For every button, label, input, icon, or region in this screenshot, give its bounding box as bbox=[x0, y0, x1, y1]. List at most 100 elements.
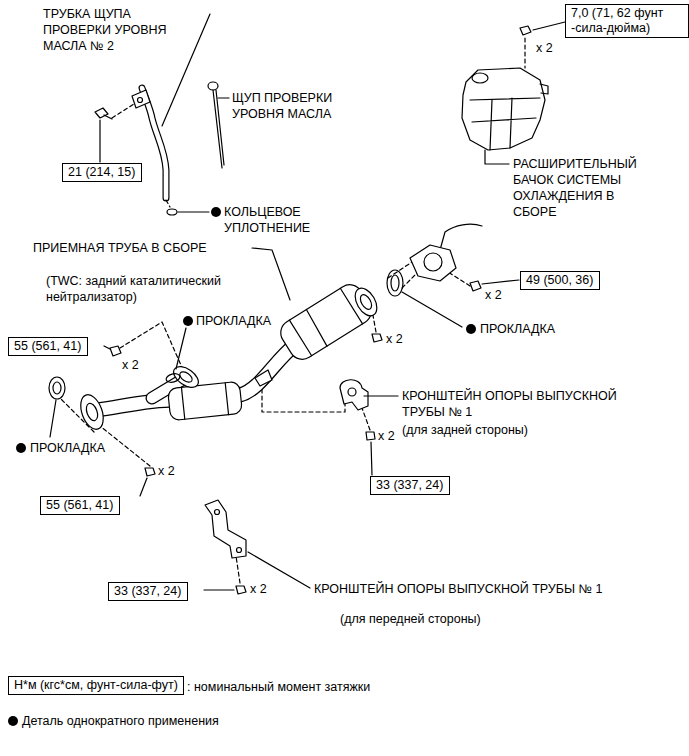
bracket-front bbox=[205, 500, 246, 558]
reservoir-tank bbox=[462, 68, 545, 150]
single-use-bullet bbox=[211, 207, 221, 217]
gasket bbox=[387, 270, 403, 296]
part-label: ПРОКЛАДКА bbox=[480, 321, 555, 337]
front-pipe bbox=[84, 402, 100, 422]
leader-line bbox=[482, 280, 519, 284]
part-label: ЩУП ПРОВЕРКИ УРОВНЯ МАСЛА bbox=[232, 90, 352, 122]
bracket-rear bbox=[340, 380, 368, 410]
part-label: (для задней стороны) bbox=[402, 422, 528, 438]
dashed-line bbox=[388, 262, 412, 278]
quantity-label: x 2 bbox=[122, 357, 139, 373]
front-pipe bbox=[170, 362, 202, 391]
part-label: КРОНШТЕЙН ОПОРЫ ВЫПУСКНОЙ ТРУБЫ № 1 bbox=[314, 581, 602, 597]
nut bbox=[145, 334, 382, 594]
leader-line bbox=[104, 346, 110, 349]
legend-text: Деталь однократного применения bbox=[22, 713, 219, 729]
illustration bbox=[8, 14, 565, 726]
o-ring bbox=[167, 209, 177, 215]
dipstick-tube bbox=[132, 90, 150, 108]
quantity-label: x 2 bbox=[386, 331, 403, 347]
leader-line bbox=[50, 400, 56, 437]
single-use-bullet bbox=[16, 443, 26, 453]
dashed-line bbox=[524, 38, 525, 68]
dashed-line bbox=[448, 272, 470, 286]
dashed-line bbox=[112, 104, 134, 118]
bolt bbox=[520, 26, 531, 35]
dashed-line bbox=[100, 426, 150, 466]
quantity-label: x 2 bbox=[250, 581, 267, 597]
leader-line bbox=[162, 14, 210, 126]
part-label: ПРИЕМНАЯ ТРУБА В СБОРЕ bbox=[33, 240, 207, 256]
gasket bbox=[391, 275, 399, 291]
part-label: ТРУБКА ЩУПА ПРОВЕРКИ УРОВНЯ МАСЛА № 2 bbox=[43, 6, 178, 54]
single-use-bullet bbox=[8, 716, 18, 726]
quantity-label: x 2 bbox=[158, 463, 175, 479]
reservoir-tank bbox=[462, 68, 548, 150]
front-pipe bbox=[255, 370, 272, 386]
part-label: КОЛЬЦЕВОЕ УПЛОТНЕНИЕ bbox=[224, 204, 344, 236]
part-label: (TWC: задний каталитический нейтрализато… bbox=[46, 273, 251, 305]
front-pipe bbox=[168, 381, 243, 420]
front-pipe bbox=[168, 381, 243, 420]
bolt bbox=[110, 346, 121, 356]
part-label: ПРОКЛАДКА bbox=[196, 313, 271, 329]
bolt bbox=[95, 108, 112, 119]
quantity-label: x 2 bbox=[536, 40, 553, 56]
leader-line bbox=[178, 211, 209, 212]
torque-value: 55 (561, 41) bbox=[46, 498, 114, 513]
leader-line bbox=[140, 478, 147, 496]
bracket-front bbox=[237, 548, 242, 553]
torque-box: 7,0 (71, 62 фунт -сила-дюйма) bbox=[565, 4, 689, 38]
manifold-flange bbox=[440, 224, 482, 250]
torque-box: 55 (561, 41) bbox=[40, 496, 120, 515]
reservoir-tank bbox=[472, 73, 488, 83]
bolt bbox=[104, 115, 112, 119]
torque-value: 21 (214, 15) bbox=[68, 165, 136, 180]
torque-value: 33 (337, 24) bbox=[376, 478, 444, 493]
torque-value: Н*м (кгс*см, фунт-сила-фут) bbox=[14, 678, 178, 693]
dipstick bbox=[208, 82, 218, 90]
dashed-line bbox=[120, 322, 184, 372]
leader-line bbox=[485, 150, 509, 164]
front-pipe bbox=[170, 362, 202, 391]
nut bbox=[236, 586, 246, 594]
leader-line bbox=[364, 395, 398, 396]
dashed-line bbox=[60, 38, 525, 583]
legend-text: : номинальный момент затяжки bbox=[187, 679, 370, 695]
single-use-bullet bbox=[466, 324, 476, 334]
bolt bbox=[470, 281, 481, 291]
front-pipe bbox=[289, 288, 362, 355]
leader-line bbox=[218, 97, 229, 98]
manifold-flange bbox=[410, 224, 482, 281]
bolt bbox=[520, 26, 531, 35]
reservoir-tank bbox=[540, 84, 548, 94]
front-pipe bbox=[358, 293, 374, 311]
bracket-front bbox=[205, 500, 246, 558]
dipstick bbox=[208, 82, 224, 168]
o-ring bbox=[167, 209, 177, 215]
gasket bbox=[165, 372, 181, 383]
torque-value: 33 (337, 24) bbox=[114, 584, 182, 599]
leader-line bbox=[533, 22, 565, 30]
front-pipe bbox=[351, 285, 382, 320]
torque-box: 33 (337, 24) bbox=[108, 582, 188, 601]
gasket bbox=[49, 377, 65, 399]
bracket-rear bbox=[348, 388, 356, 396]
front-pipe bbox=[76, 392, 107, 433]
dashed-line bbox=[166, 200, 170, 207]
bolt bbox=[110, 346, 375, 440]
single-use-bullet bbox=[8, 207, 476, 726]
leader-line bbox=[204, 589, 234, 590]
front-pipe bbox=[76, 392, 107, 433]
leader-line bbox=[402, 292, 462, 327]
nut bbox=[145, 468, 155, 476]
leader-line bbox=[99, 120, 100, 162]
torque-box: 33 (337, 24) bbox=[370, 476, 450, 495]
torque-value: 55 (561, 41) bbox=[14, 339, 82, 354]
leader-line bbox=[176, 328, 186, 369]
leader-line bbox=[252, 248, 290, 300]
front-pipe bbox=[181, 383, 228, 419]
